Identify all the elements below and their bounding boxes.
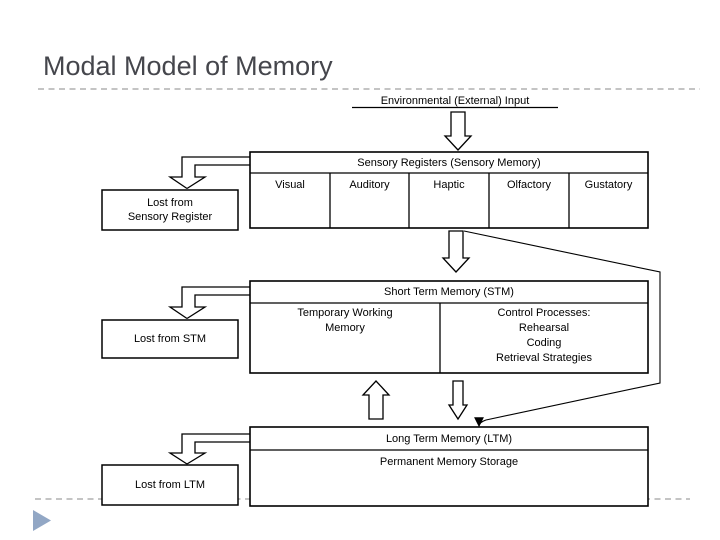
sensory-column-auditory: Auditory bbox=[349, 179, 390, 191]
stm-control-line2: Rehearsal bbox=[518, 322, 570, 334]
stm-control-line1: Control Processes: bbox=[497, 307, 591, 319]
ltm-header-label: Long Term Memory (LTM) bbox=[385, 432, 513, 445]
down-arrow-env-to-sensory-icon bbox=[443, 111, 473, 151]
stm-working-line1: Temporary Working bbox=[297, 307, 393, 319]
stm-control-line3: Coding bbox=[526, 337, 562, 349]
sensory-column-haptic: Haptic bbox=[433, 179, 465, 191]
lost-sensory-box bbox=[101, 189, 239, 231]
bent-arrow-stm-loss-icon bbox=[167, 286, 250, 320]
transfer-line-sensory-to-ltm bbox=[463, 230, 661, 428]
sensory-column-olfactory: Olfactory bbox=[506, 179, 551, 191]
stm-control-processes-label: Control Processes: Rehearsal Coding Retr… bbox=[440, 306, 648, 366]
sensory-column-gustatory: Gustatory bbox=[584, 179, 633, 191]
lost-sensory-line1: Lost from bbox=[147, 197, 193, 209]
stm-working-line2: Memory bbox=[325, 322, 365, 334]
stm-control-line4: Retrieval Strategies bbox=[496, 352, 592, 364]
lost-sensory-line2: Sensory Register bbox=[127, 211, 213, 223]
env-input-label: Environmental (External) Input bbox=[380, 95, 530, 107]
bent-arrow-ltm-loss-icon bbox=[167, 433, 250, 465]
stm-working-memory-label: Temporary Working Memory bbox=[250, 306, 440, 336]
lost-ltm-label: Lost from LTM bbox=[134, 479, 206, 491]
down-arrow-stm-to-ltm-icon bbox=[447, 380, 469, 421]
lost-stm-box bbox=[101, 319, 239, 359]
slide-title: Modal Model of Memory bbox=[43, 51, 333, 81]
bent-arrow-sensory-loss-icon bbox=[167, 156, 250, 190]
down-arrow-sensory-to-stm-icon bbox=[441, 230, 471, 273]
slide-footer-triangle-icon bbox=[33, 510, 51, 531]
lost-stm-label: Lost from STM bbox=[133, 333, 207, 345]
ltm-box bbox=[249, 426, 649, 507]
lost-sensory-label: Lost from Sensory Register bbox=[102, 190, 238, 230]
lost-ltm-box bbox=[101, 464, 239, 506]
sensory-registers-box bbox=[249, 151, 649, 229]
stm-box bbox=[249, 280, 649, 374]
sensory-column-visual: Visual bbox=[275, 179, 305, 191]
up-arrow-ltm-to-stm-icon bbox=[361, 380, 391, 420]
ltm-storage-label: Permanent Memory Storage bbox=[379, 456, 519, 468]
sensory-header-label: Sensory Registers (Sensory Memory) bbox=[357, 156, 541, 169]
stm-header-label: Short Term Memory (STM) bbox=[384, 286, 514, 298]
